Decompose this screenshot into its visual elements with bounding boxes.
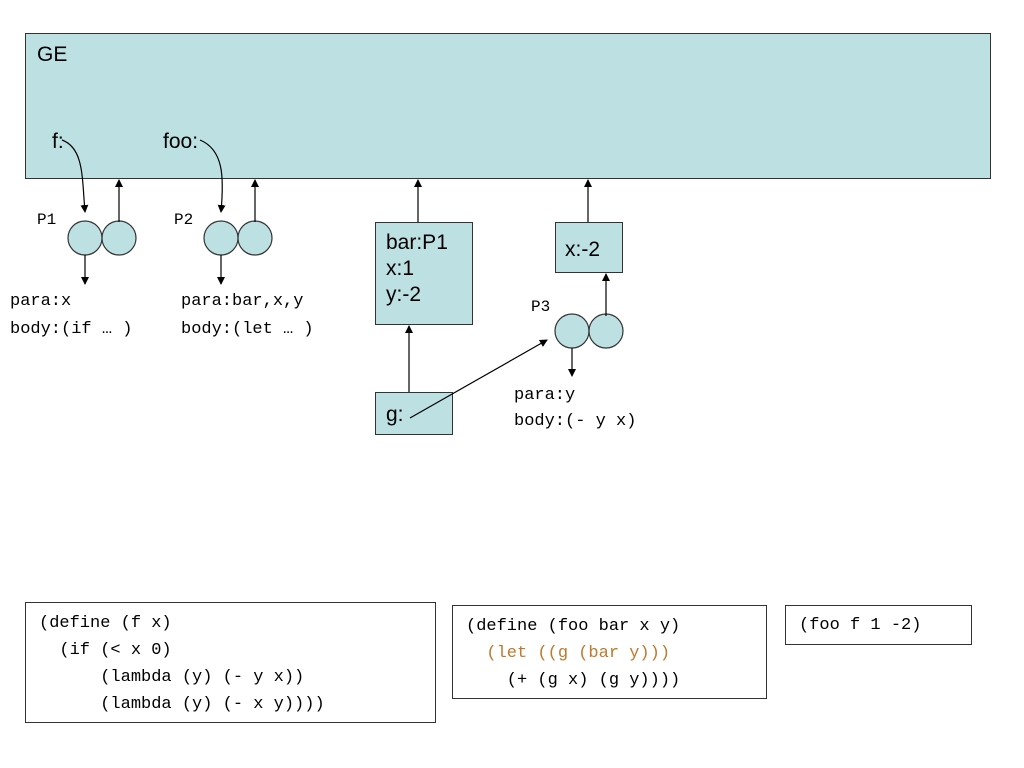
global-environment-frame <box>25 33 991 179</box>
binding-f: f: <box>52 130 64 153</box>
frame-e3: g: <box>375 392 453 435</box>
procedure-p1-right-circle <box>101 220 137 256</box>
code-block-define-f: (define (f x) (if (< x 0) (lambda (y) (-… <box>25 602 436 723</box>
global-env-label: GE <box>37 43 68 66</box>
procedure-p2-label: P2 <box>174 211 194 229</box>
procedure-p3-params: para:y <box>514 386 576 405</box>
procedure-p3-label: P3 <box>531 298 551 316</box>
procedure-p3-body: body:(- y x) <box>514 412 637 431</box>
frame-e1-binding-y: y:-2 <box>386 283 422 306</box>
frame-e1-binding-x: x:1 <box>386 257 415 280</box>
code-line: (if (< x 0) <box>39 641 172 660</box>
code-line-highlighted: (let ((g (bar y))) <box>466 644 671 663</box>
procedure-p2-right-circle <box>237 220 273 256</box>
procedure-p3-left-circle <box>554 313 590 349</box>
arrow-foo-to-p2 <box>199 139 226 213</box>
frame-e2-binding-x: x:-2 <box>565 238 601 261</box>
procedure-p3-right-circle <box>588 313 624 349</box>
code-line: (lambda (y) (- x y)))) <box>39 695 325 714</box>
code-line: (define (f x) <box>39 614 172 633</box>
frame-e1: bar:P1 x:1 y:-2 <box>375 222 473 325</box>
code-line: (define (foo bar x y) <box>466 617 681 636</box>
procedure-p1-label: P1 <box>37 211 57 229</box>
code-line: (+ (g x) (g y)))) <box>466 671 681 690</box>
procedure-p2-body: body:(let … ) <box>181 320 314 339</box>
code-line: (foo f 1 -2) <box>799 616 922 635</box>
procedure-p2-left-circle <box>203 220 239 256</box>
code-block-call: (foo f 1 -2) <box>785 605 972 645</box>
code-line: (lambda (y) (- y x)) <box>39 668 305 687</box>
procedure-p1-body: body:(if … ) <box>10 320 133 339</box>
frame-e1-binding-bar: bar:P1 <box>386 231 448 254</box>
procedure-p1-left-circle <box>67 220 103 256</box>
frame-e3-binding-g: g: <box>386 403 404 426</box>
binding-foo: foo: <box>163 130 199 153</box>
code-block-define-foo: (define (foo bar x y) (let ((g (bar y)))… <box>452 605 767 699</box>
frame-e2: x:-2 <box>555 222 623 273</box>
procedure-p1-params: para:x <box>10 292 72 311</box>
arrow-g-to-p3 <box>409 339 548 419</box>
arrow-f-to-p1 <box>61 139 89 213</box>
procedure-p2-params: para:bar,x,y <box>181 292 304 311</box>
